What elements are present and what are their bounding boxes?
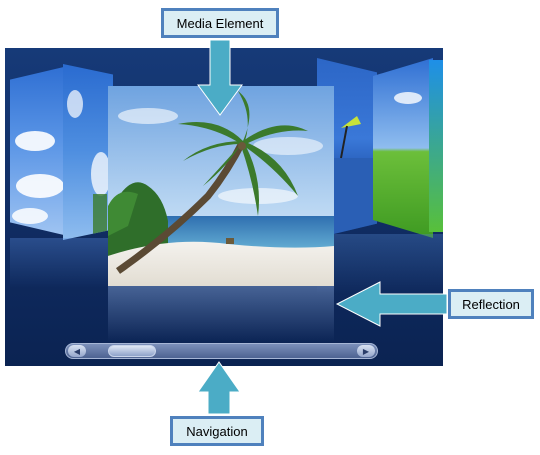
chevron-right-icon: ▶ — [362, 346, 370, 356]
palm-beach-photo — [108, 86, 334, 286]
left-panel-reflection — [10, 238, 113, 288]
media-element-callout: Media Element — [161, 8, 279, 38]
reflection-callout: Reflection — [448, 289, 534, 319]
media-element-label: Media Element — [176, 15, 264, 31]
scroll-right-button[interactable]: ▶ — [357, 345, 375, 357]
media-element[interactable] — [108, 86, 334, 286]
navigation-scrollbar[interactable]: ◀ ▶ — [65, 343, 378, 359]
navigation-callout: Navigation — [170, 416, 264, 446]
navigation-label: Navigation — [186, 423, 248, 439]
scroll-left-button[interactable]: ◀ — [68, 345, 86, 357]
navigation-arrow — [197, 361, 241, 415]
reflection-label: Reflection — [462, 296, 520, 312]
media-gallery-stage: ◀ ▶ — [5, 48, 443, 366]
left-middle-panel[interactable] — [63, 64, 113, 240]
right-edge-panel[interactable] — [429, 60, 443, 232]
media-element-reflection — [108, 286, 334, 342]
scroll-thumb[interactable] — [108, 345, 156, 357]
right-panel-reflection — [317, 234, 443, 294]
right-back-panel[interactable] — [373, 58, 433, 238]
chevron-left-icon: ◀ — [73, 346, 81, 356]
left-back-panel[interactable] — [10, 66, 68, 236]
